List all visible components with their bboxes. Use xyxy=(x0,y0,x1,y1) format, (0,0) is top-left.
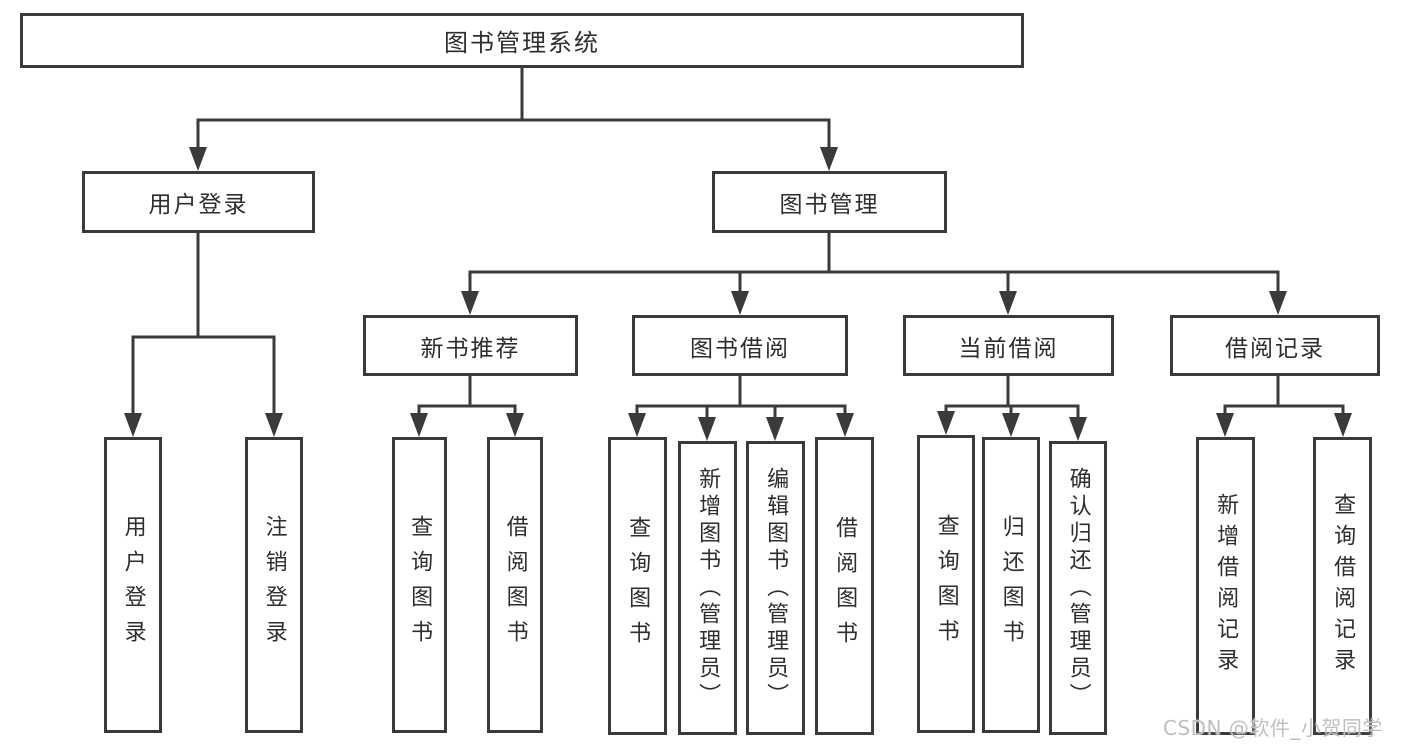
leaf-logout: 注销登录 xyxy=(245,437,303,733)
leaf-rec-query-borrow-record: 查询借阅记录 xyxy=(1313,437,1372,735)
leaf-nb-query-books: 查询图书 xyxy=(392,437,447,733)
leaf-bb-borrow-books: 借阅图书 xyxy=(815,437,874,735)
leaf-nb-borrow-books: 借阅图书 xyxy=(487,437,543,733)
leaf-cur-query-books-label: 查询图书 xyxy=(933,514,959,654)
leaf-bb-add-books-admin-label: 新增图书（管理员） xyxy=(695,466,721,710)
leaf-cur-confirm-return-admin-label: 确认归还（管理员） xyxy=(1065,466,1091,710)
arrowheads xyxy=(124,147,1352,441)
leaf-nb-borrow-books-label: 借阅图书 xyxy=(502,515,528,655)
section-book-borrow: 图书借阅 xyxy=(632,315,848,376)
section-current-borrow-label: 当前借阅 xyxy=(958,335,1059,362)
node-root-label: 图书管理系统 xyxy=(444,29,600,57)
connector-paths xyxy=(131,66,1345,421)
section-book-borrow-label: 图书借阅 xyxy=(690,335,790,362)
leaf-cur-return-books-label: 归还图书 xyxy=(998,515,1024,655)
leaf-bb-borrow-books-label: 借阅图书 xyxy=(832,516,858,656)
leaf-cur-query-books: 查询图书 xyxy=(917,435,975,733)
leaf-user-login: 用户登录 xyxy=(104,437,162,733)
section-new-book-recommend: 新书推荐 xyxy=(363,315,578,376)
leaf-cur-return-books: 归还图书 xyxy=(982,437,1040,733)
leaf-cur-confirm-return-admin: 确认归还（管理员） xyxy=(1049,441,1107,735)
leaf-rec-add-borrow-record: 新增借阅记录 xyxy=(1196,437,1255,735)
leaf-logout-label: 注销登录 xyxy=(261,515,287,655)
leaf-bb-edit-books-admin: 编辑图书（管理员） xyxy=(746,441,805,735)
section-new-book-recommend-label: 新书推荐 xyxy=(420,335,521,362)
branch-book-management-label: 图书管理 xyxy=(779,192,880,218)
leaf-nb-query-books-label: 查询图书 xyxy=(407,515,433,655)
leaf-rec-add-borrow-record-label: 新增借阅记录 xyxy=(1213,493,1239,679)
leaf-rec-query-borrow-record-label: 查询借阅记录 xyxy=(1330,493,1356,679)
leaf-bb-query-books-label: 查询图书 xyxy=(625,516,651,656)
branch-user-login-label: 用户登录 xyxy=(148,192,249,218)
leaf-bb-query-books: 查询图书 xyxy=(608,437,667,735)
csdn-watermark: CSDN @软件_小贺同学 xyxy=(1163,716,1383,740)
leaf-bb-edit-books-admin-label: 编辑图书（管理员） xyxy=(763,466,789,710)
branch-user-login: 用户登录 xyxy=(82,171,315,233)
section-borrow-records-label: 借阅记录 xyxy=(1225,335,1325,362)
node-root-library-management-system: 图书管理系统 xyxy=(20,13,1024,68)
branch-book-management: 图书管理 xyxy=(712,171,947,233)
section-borrow-records: 借阅记录 xyxy=(1170,315,1380,376)
leaf-user-login-label: 用户登录 xyxy=(120,515,146,655)
leaf-bb-add-books-admin: 新增图书（管理员） xyxy=(678,441,737,735)
section-current-borrow: 当前借阅 xyxy=(903,315,1114,376)
